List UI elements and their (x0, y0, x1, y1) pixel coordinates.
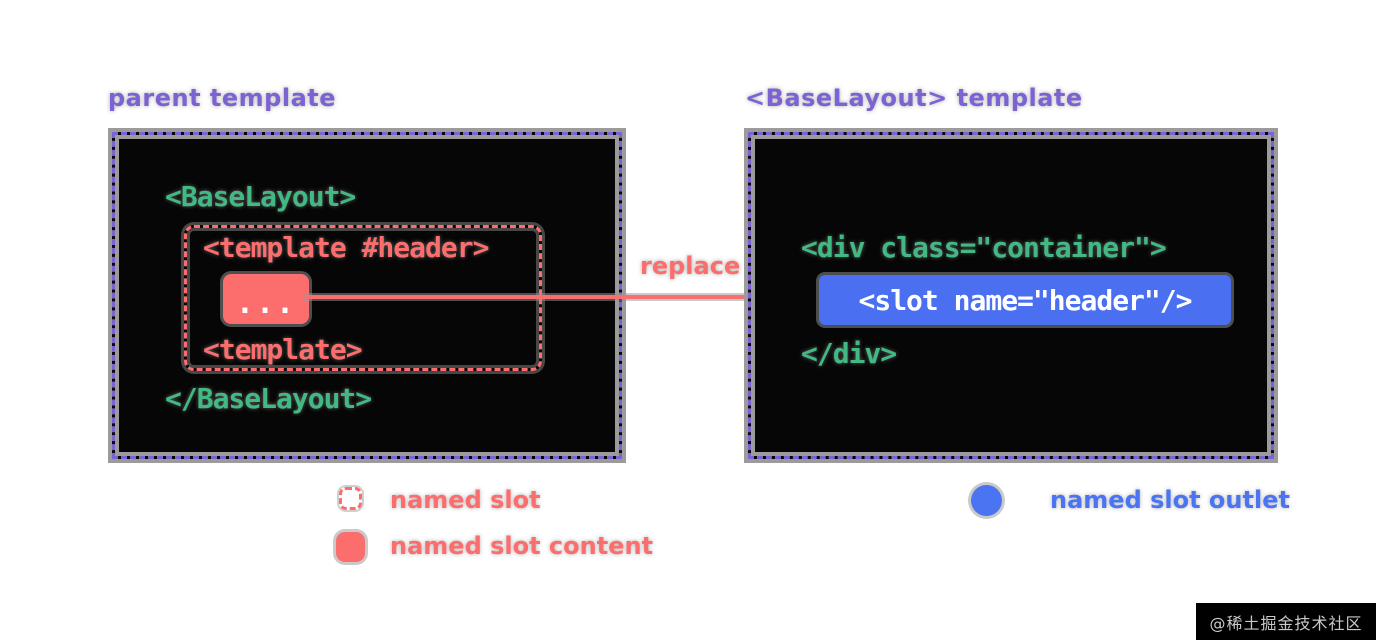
slot-content-ellipsis: ... (235, 286, 297, 321)
right-panel-title: <BaseLayout> template (745, 84, 1083, 112)
left-panel-title: parent template (108, 84, 337, 112)
watermark-bar: @稀土掘金技术社区 (1196, 603, 1376, 640)
div-close-tag: </div> (801, 337, 897, 370)
baselayout-open-tag: <BaseLayout> (165, 180, 356, 213)
named-slot-legend-icon (339, 487, 362, 510)
named-slot-outlet-legend-icon (971, 485, 1002, 516)
named-slot-content-legend-icon (336, 532, 365, 562)
div-open-tag: <div class="container"> (801, 231, 1167, 264)
replace-arrow-line (306, 295, 800, 299)
baselayout-template-box: <div class="container"> <slot name="head… (748, 132, 1274, 459)
baselayout-close-tag: </BaseLayout> (165, 382, 372, 415)
watermark-text: @稀土掘金技术社区 (1209, 613, 1363, 633)
named-slot-outlet-block: <slot name="header"/> (819, 275, 1231, 325)
template-close-tag: <template> (203, 333, 363, 366)
replace-arrow-label: replace (640, 252, 741, 280)
template-header-open-tag: <template #header> (203, 231, 489, 264)
slot-tag-text: <slot name="header"/> (858, 283, 1192, 317)
named-slot-outlet-legend-label: named slot outlet (1050, 486, 1290, 514)
named-slot-legend-label: named slot (390, 486, 541, 514)
named-slot-content-block: ... (223, 274, 309, 324)
named-slot-content-legend-label: named slot content (390, 532, 654, 560)
